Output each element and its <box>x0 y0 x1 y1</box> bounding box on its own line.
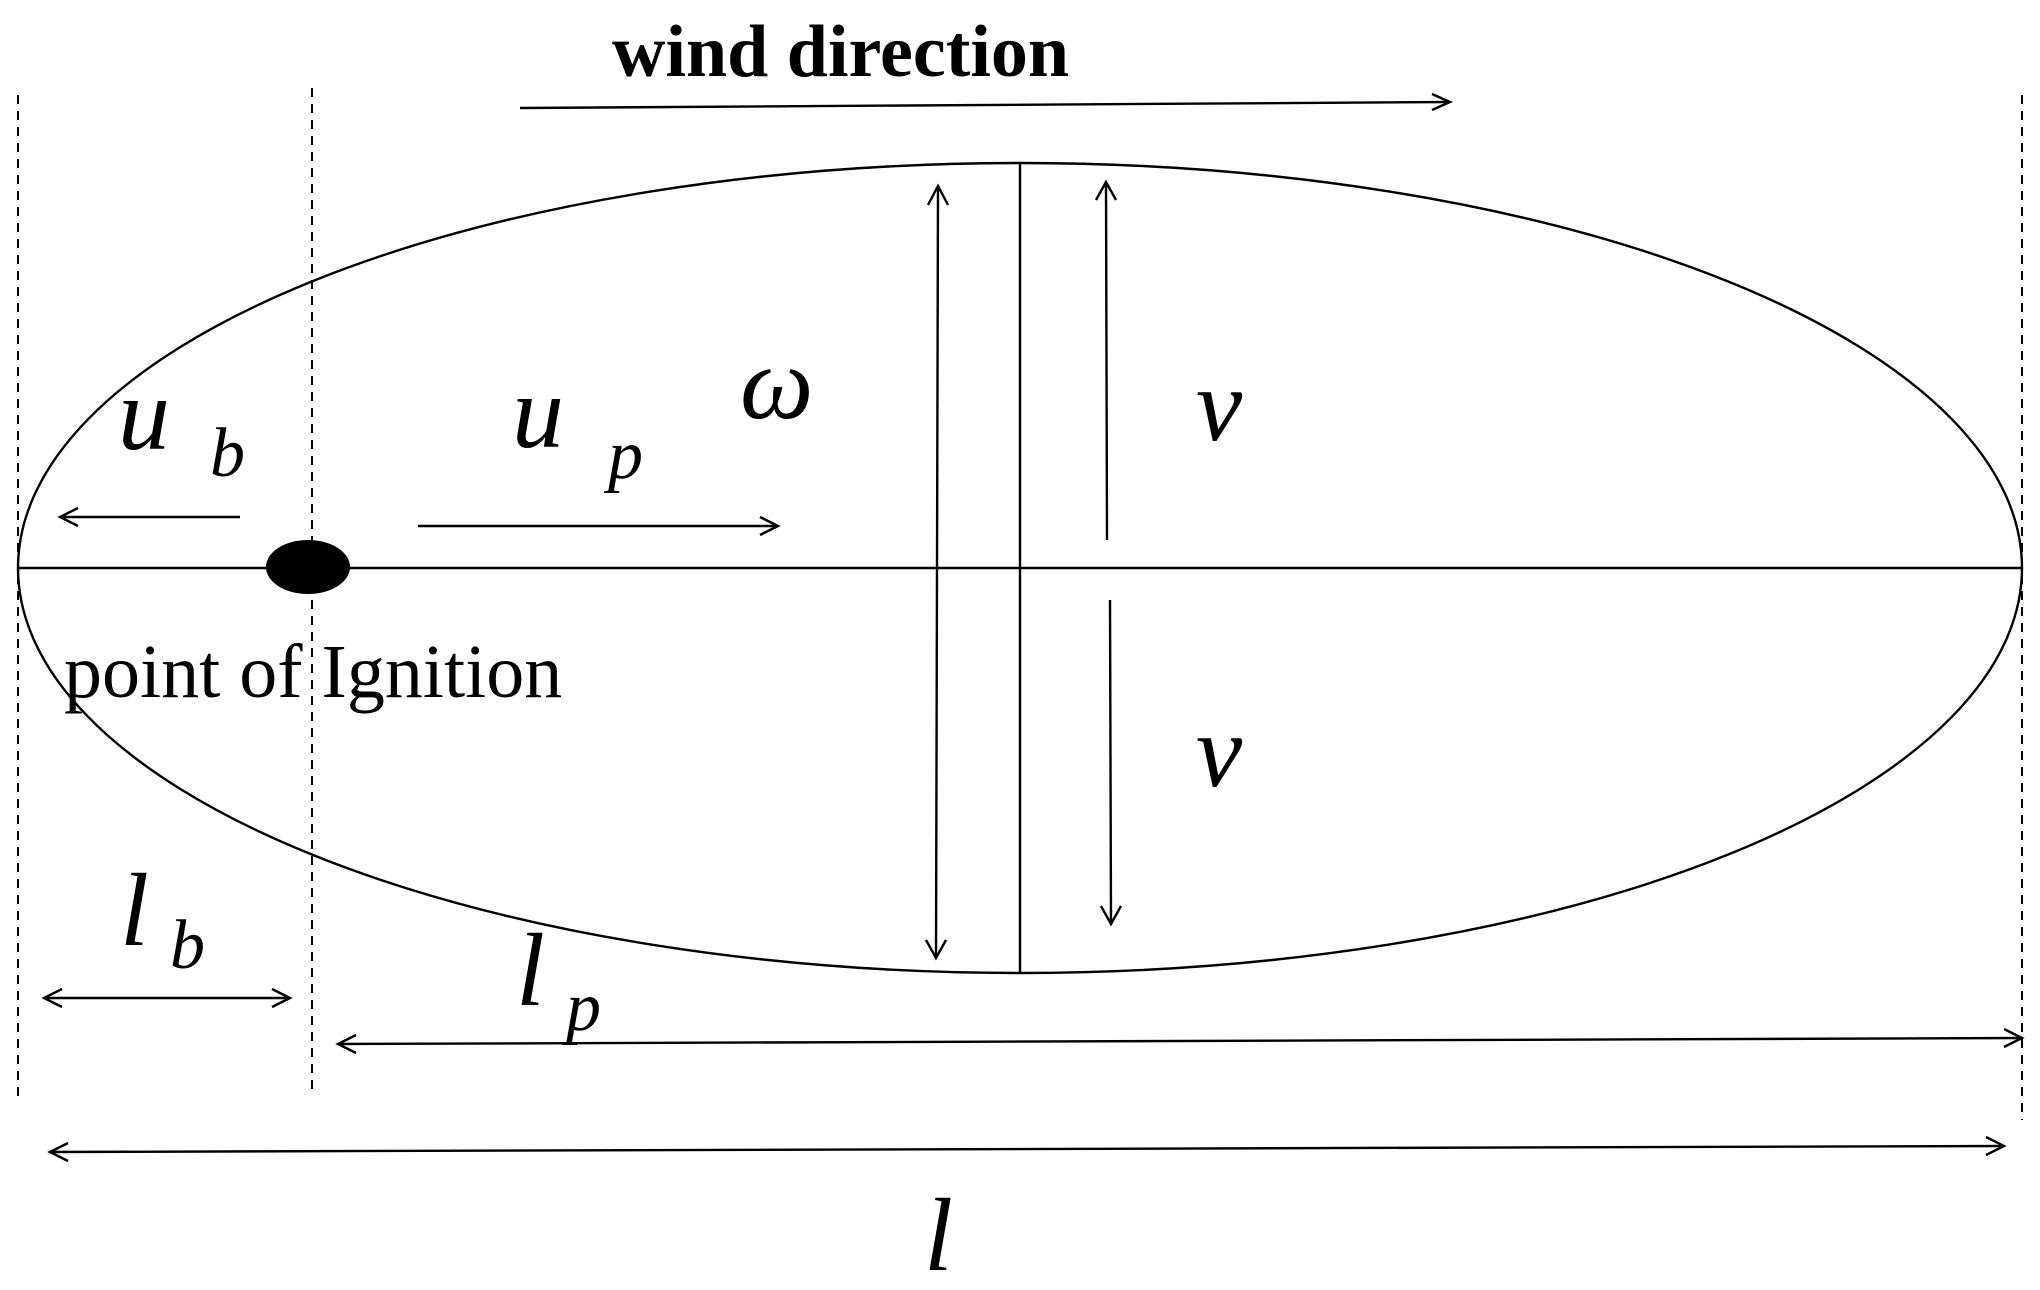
wind-direction-label: wind direction <box>612 11 1069 93</box>
u-b-subscript: b <box>210 415 245 492</box>
u-b-symbol: u <box>118 357 170 472</box>
l-b-symbol: l <box>120 853 149 968</box>
omega-symbol: ω <box>740 326 813 441</box>
l-total-symbol: l <box>924 1178 953 1290</box>
width-arrow-omega <box>924 183 950 961</box>
u-b-arrow <box>57 506 240 528</box>
u-p-arrow <box>418 515 781 537</box>
l-b-subscript: b <box>170 907 205 984</box>
v-upper-arrow <box>1094 179 1118 541</box>
v-upper-symbol: v <box>1196 348 1243 463</box>
wind-direction-arrow <box>519 92 1453 112</box>
l-p-symbol: l <box>516 913 545 1028</box>
u-p-symbol: u <box>512 355 564 470</box>
l-b-arrow <box>41 987 293 1009</box>
u-p-subscript: p <box>603 417 643 494</box>
v-lower-symbol: v <box>1196 694 1243 809</box>
v-lower-arrow <box>1099 599 1123 927</box>
l-p-arrow <box>335 1027 2025 1055</box>
point-of-ignition-label: point of Ignition <box>64 630 562 714</box>
l-p-subscript: p <box>561 969 601 1046</box>
l-total-arrow <box>47 1135 2007 1163</box>
ignition-point <box>266 540 350 594</box>
